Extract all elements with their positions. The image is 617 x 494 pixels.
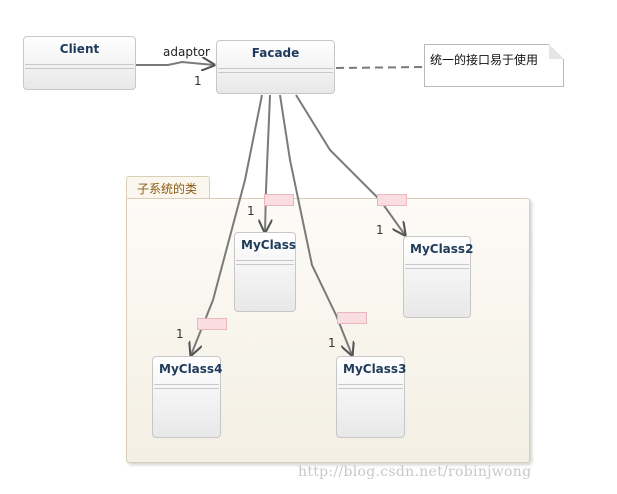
multiplicity-myclass: 1 bbox=[247, 204, 255, 218]
attributes-divider bbox=[236, 260, 294, 261]
multiplicity-myclass2: 1 bbox=[376, 223, 384, 237]
edge-client-facade bbox=[136, 62, 214, 65]
operations-divider bbox=[236, 264, 294, 265]
note-fold-corner bbox=[549, 44, 564, 59]
class-name: MyClass bbox=[241, 238, 297, 252]
edge-facade-myclass3 bbox=[279, 94, 352, 355]
attributes-divider bbox=[154, 384, 219, 385]
attributes-divider bbox=[405, 264, 469, 265]
multiplicity-myclass4: 1 bbox=[176, 327, 184, 341]
association-label: adaptor bbox=[163, 45, 210, 59]
edge-facade-myclass bbox=[265, 94, 270, 232]
class-name: Client bbox=[59, 42, 100, 56]
class-myclass2[interactable]: MyClass2 bbox=[403, 236, 474, 318]
attributes-divider bbox=[338, 384, 403, 385]
role-tag-myclass[interactable] bbox=[264, 194, 294, 206]
note[interactable] bbox=[424, 44, 564, 87]
edge-facade-myclass2 bbox=[295, 94, 405, 235]
edge-facade-myclass4 bbox=[191, 94, 263, 355]
class-name: MyClass4 bbox=[159, 362, 223, 376]
role-tag-myclass3[interactable] bbox=[337, 312, 367, 324]
class-name: Facade bbox=[251, 46, 300, 60]
attributes-divider bbox=[25, 64, 134, 65]
class-name: MyClass3 bbox=[343, 362, 407, 376]
class-myclass[interactable]: MyClass bbox=[234, 232, 296, 312]
class-myclass4[interactable]: MyClass4 bbox=[152, 356, 223, 438]
edge-note-link bbox=[335, 66, 425, 69]
operations-divider bbox=[154, 388, 219, 389]
operations-divider bbox=[218, 72, 333, 73]
class-myclass3[interactable]: MyClass3 bbox=[336, 356, 407, 438]
multiplicity-myclass3: 1 bbox=[328, 336, 336, 350]
package-tab: 子系统的类 bbox=[126, 176, 210, 198]
operations-divider bbox=[25, 68, 134, 69]
operations-divider bbox=[338, 388, 403, 389]
role-tag-myclass4[interactable] bbox=[197, 318, 227, 330]
operations-divider bbox=[405, 268, 469, 269]
attributes-divider bbox=[218, 68, 333, 69]
multiplicity-facade: 1 bbox=[194, 74, 202, 88]
note-text: 统一的接口易于使用 bbox=[430, 53, 539, 67]
class-name: MyClass2 bbox=[410, 242, 474, 256]
class-client[interactable]: Client bbox=[23, 36, 136, 90]
class-facade[interactable]: Facade bbox=[216, 40, 335, 94]
package-name: 子系统的类 bbox=[137, 182, 198, 196]
role-tag-myclass2[interactable] bbox=[377, 194, 407, 206]
watermark: http://blog.csdn.net/robinjwong bbox=[298, 464, 532, 480]
